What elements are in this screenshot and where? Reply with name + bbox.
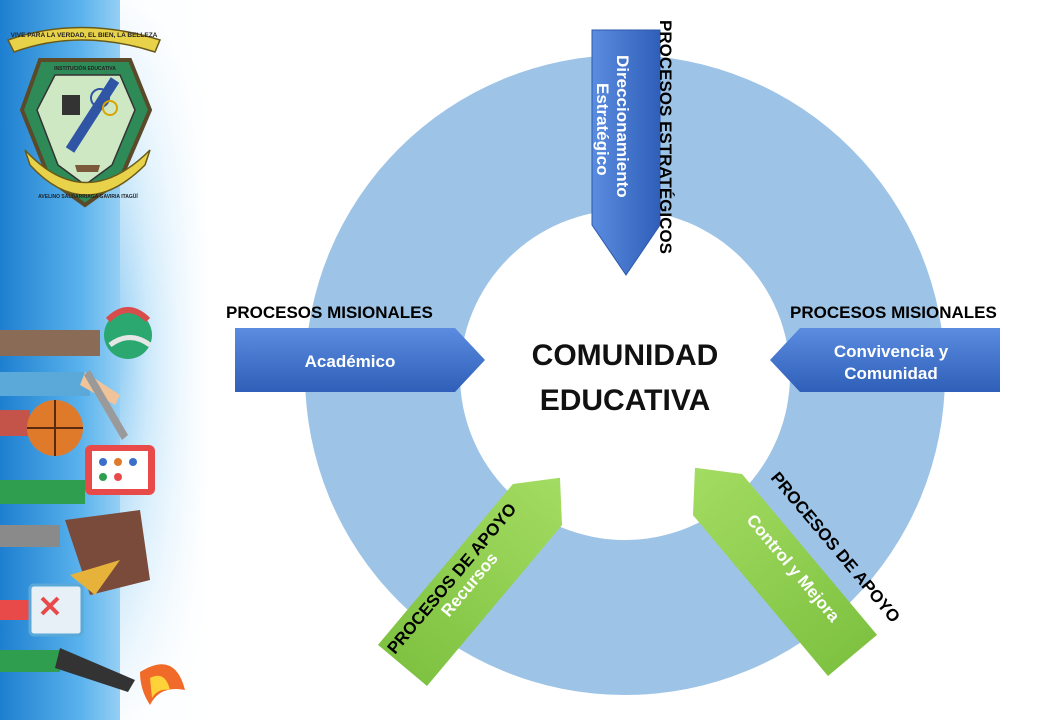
- logo-bottom-text: AVELINO SALDARRIAGA GAVIRIA ITAGÜÍ: [38, 192, 138, 200]
- torch-icon: [0, 648, 185, 705]
- right-arrow-line-1: Convivencia y: [834, 342, 949, 361]
- school-crest-icon: VIVE PARA LA VERDAD, EL BIEN, LA BELLEZA…: [6, 26, 162, 208]
- top-category-label: PROCESOS ESTRATÉGICOS: [656, 20, 675, 254]
- book-icon: [0, 510, 150, 595]
- arrow-convivencia: PROCESOS MISIONALES Convivencia y Comuni…: [770, 303, 1000, 392]
- left-arrow-label: Académico: [305, 352, 396, 371]
- top-arrow-line-2: Estratégico: [593, 83, 612, 176]
- arrow-direccionamiento: Direccionamiento Estratégico PROCESOS ES…: [591, 20, 675, 276]
- right-category-label: PROCESOS MISIONALES: [790, 303, 997, 322]
- logo-top-text: INSTITUCIÓN EDUCATIVA: [54, 64, 116, 72]
- arrow-academico: PROCESOS MISIONALES Académico: [226, 303, 485, 392]
- top-arrow-line-1: Direccionamiento: [613, 55, 632, 198]
- left-illustrations: [0, 307, 185, 705]
- tablet-icon: [0, 445, 155, 504]
- logo-banner-text: VIVE PARA LA VERDAD, EL BIEN, LA BELLEZA: [11, 32, 158, 39]
- center-line-1: COMUNIDAD: [532, 339, 719, 372]
- calendar-icon: [0, 583, 84, 637]
- right-arrow-line-2: Comunidad: [844, 364, 938, 383]
- pencil-icon: [0, 370, 128, 440]
- center-label: COMUNIDAD EDUCATIVA: [532, 339, 719, 417]
- yarn-ball-icon: [0, 307, 152, 359]
- center-line-2: EDUCATIVA: [540, 384, 711, 417]
- left-category-label: PROCESOS MISIONALES: [226, 303, 433, 322]
- basketball-icon: [0, 400, 83, 456]
